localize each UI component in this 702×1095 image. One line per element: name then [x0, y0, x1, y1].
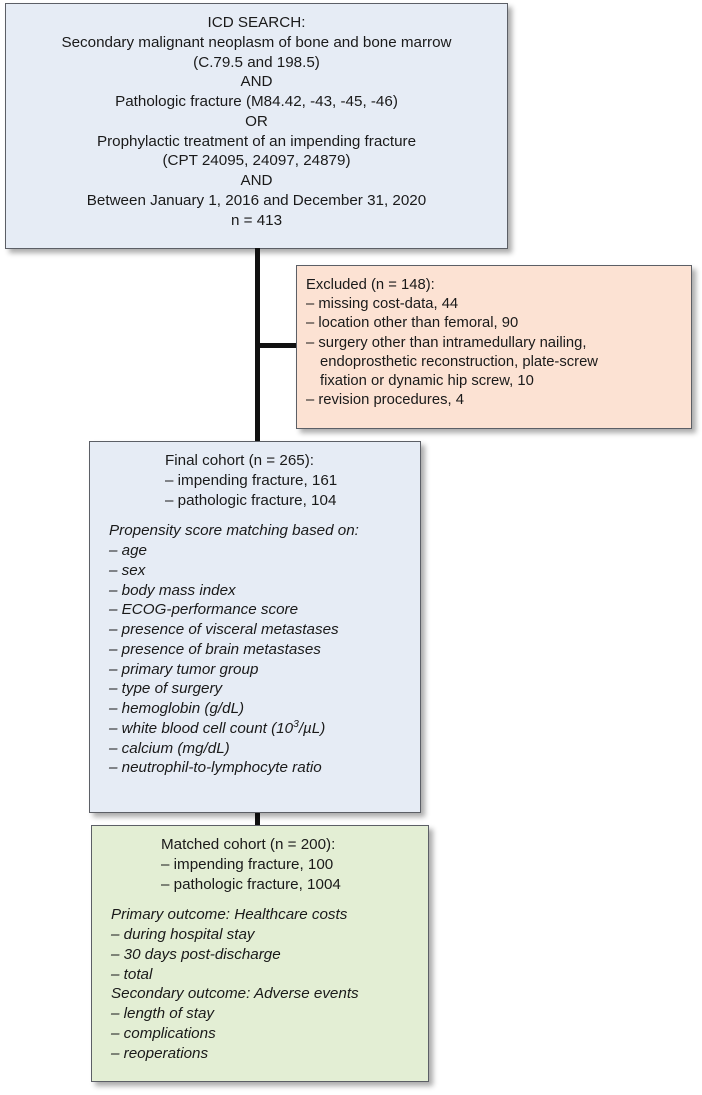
excluded-text: Excluded (n = 148): – missing cost-data,…: [297, 266, 691, 411]
matched-cohort-box: Matched cohort (n = 200): – impending fr…: [91, 825, 429, 1082]
excluded-item-3-cont-1: endoprosthetic reconstruction, plate-scr…: [320, 353, 598, 370]
final-cohort-pathologic: – pathologic fracture, 104: [165, 491, 337, 509]
icd-search-line-2: Secondary malignant neoplasm of bone and…: [61, 33, 452, 51]
icd-search-line-3: (C.79.5 and 198.5): [193, 53, 320, 71]
icd-search-line-5: Pathologic fracture (M84.42, -43, -45, -…: [115, 93, 398, 110]
final-cohort-header-group: Final cohort (n = 265): – impending frac…: [102, 451, 420, 510]
matched-cohort-text: Matched cohort (n = 200): – impending fr…: [92, 826, 428, 1063]
secondary-outcome-item-3: – reoperations: [111, 1044, 209, 1062]
final-cohort-box: Final cohort (n = 265): – impending frac…: [89, 441, 421, 813]
psm-item-age: – age: [109, 542, 148, 559]
final-cohort-header: Final cohort (n = 265):: [165, 452, 314, 469]
matched-cohort-pathologic: – pathologic fracture, 1004: [161, 875, 341, 893]
primary-outcome-item-2: – 30 days post-discharge: [111, 945, 281, 963]
icd-search-line-9: AND: [240, 172, 273, 189]
icd-search-line-1: ICD SEARCH:: [207, 14, 306, 31]
psm-wbc-suffix: /µL): [298, 719, 326, 737]
psm-item-hemoglobin: – hemoglobin (g/dL): [109, 700, 245, 717]
psm-wbc-exponent: 3: [293, 718, 299, 730]
excluded-item-2: – location other than femoral, 90: [306, 315, 519, 332]
icd-search-line-4: AND: [240, 73, 273, 91]
icd-search-text: ICD SEARCH: Secondary malignant neoplasm…: [6, 4, 507, 230]
icd-search-box: ICD SEARCH: Secondary malignant neoplasm…: [5, 3, 508, 249]
psm-item-visceral-mets: – presence of visceral metastases: [109, 621, 339, 638]
primary-outcome-header: Primary outcome: Healthcare costs: [111, 906, 348, 924]
excluded-header: Excluded (n = 148):: [306, 277, 435, 293]
psm-item-nlr: – neutrophil-to-lymphocyte ratio: [109, 759, 322, 777]
secondary-outcome-header: Secondary outcome: Adverse events: [111, 985, 359, 1003]
excluded-box: Excluded (n = 148): – missing cost-data,…: [296, 265, 692, 429]
primary-outcome-item-1: – during hospital stay: [111, 926, 255, 943]
icd-search-count: n = 413: [230, 211, 283, 229]
connector-to-excluded: [255, 343, 300, 348]
psm-item-wbc: – white blood cell count (103/µL): [109, 719, 420, 739]
excluded-item-3-cont-2: fixation or dynamic hip screw, 10: [320, 373, 534, 390]
matched-cohort-header: Matched cohort (n = 200):: [161, 836, 336, 853]
psm-wbc-prefix: – white blood cell count (10: [109, 719, 294, 737]
final-cohort-impending: – impending fracture, 161: [165, 471, 338, 489]
primary-outcome-item-3: – total: [111, 965, 153, 983]
icd-search-line-7: Prophylactic treatment of an impending f…: [96, 132, 417, 150]
outcomes-list: Primary outcome: Healthcare costs – duri…: [104, 905, 428, 1063]
psm-item-sex: – sex: [109, 561, 146, 579]
secondary-outcome-item-1: – length of stay: [111, 1005, 215, 1022]
psm-item-ecog: – ECOG-performance score: [109, 601, 299, 619]
matched-cohort-header-group: Matched cohort (n = 200): – impending fr…: [104, 835, 428, 894]
psm-item-surgery-type: – type of surgery: [109, 680, 223, 698]
secondary-outcome-item-2: – complications: [111, 1024, 216, 1042]
icd-search-line-10: Between January 1, 2016 and December 31,…: [86, 191, 427, 209]
matched-cohort-impending: – impending fracture, 100: [161, 855, 334, 873]
icd-search-line-6: OR: [245, 112, 268, 130]
excluded-item-1: – missing cost-data, 44: [306, 296, 459, 313]
propensity-score-list: Propensity score matching based on: – ag…: [102, 521, 420, 778]
final-cohort-text: Final cohort (n = 265): – impending frac…: [90, 442, 420, 778]
psm-item-tumor-group: – primary tumor group: [109, 660, 259, 678]
connector-final-to-matched: [255, 811, 260, 828]
excluded-item-4: – revision procedures, 4: [306, 392, 464, 409]
psm-item-bmi: – body mass index: [109, 581, 236, 599]
psm-header: Propensity score matching based on:: [109, 522, 359, 540]
psm-item-calcium: – calcium (mg/dL): [109, 739, 230, 757]
excluded-item-3: – surgery other than intramedullary nail…: [306, 334, 587, 351]
psm-item-brain-mets: – presence of brain metastases: [109, 640, 321, 658]
icd-search-line-8: (CPT 24095, 24097, 24879): [162, 152, 351, 170]
